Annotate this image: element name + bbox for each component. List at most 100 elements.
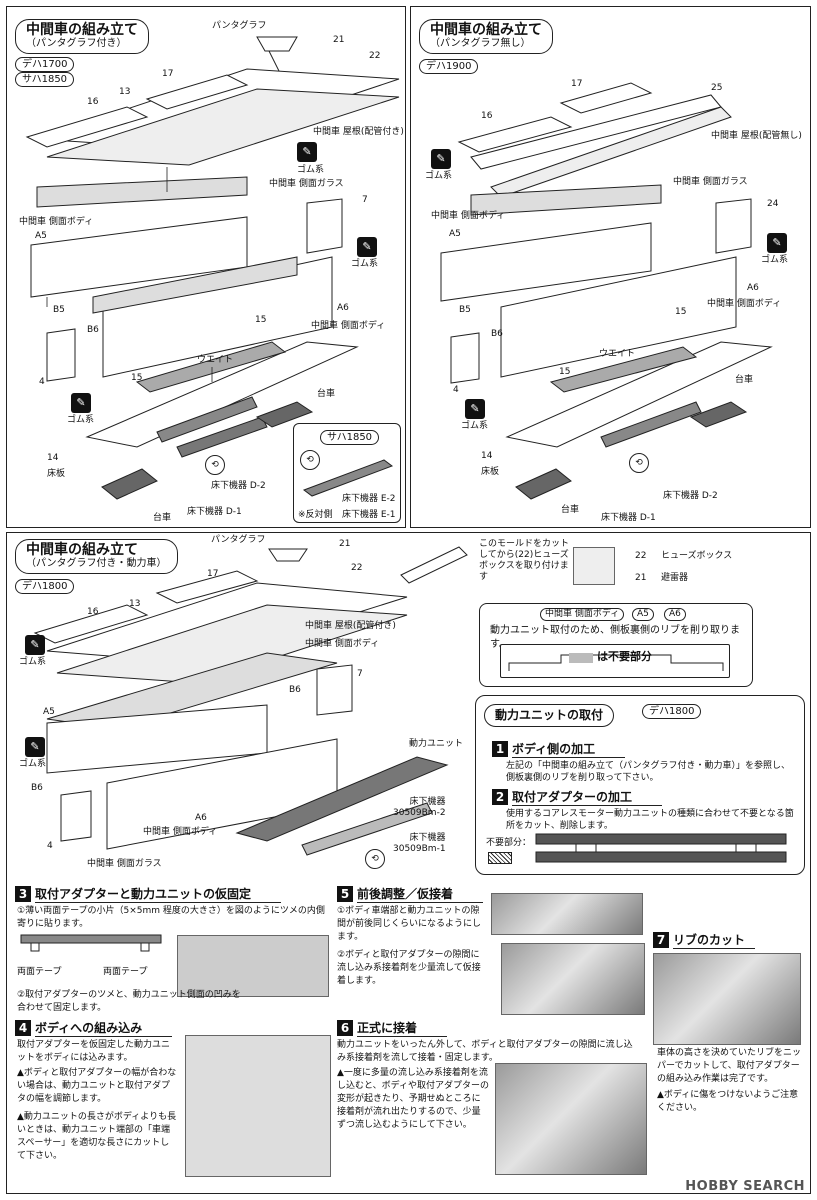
unneeded-swatch: [569, 653, 593, 663]
bottom-left-drawing: [33, 548, 449, 856]
glue-icon: ✎: [297, 142, 317, 162]
step1-text: 左記の「中間車の組み立て（パンタグラフ付き・動力車）」を参照し、側板裏側のリブを…: [506, 761, 790, 783]
label-side-body: 中間車 側面ボディ: [431, 211, 506, 221]
label-e2: 床下機器 E-2: [342, 494, 396, 504]
label-arrester: 避雷器: [661, 573, 689, 583]
part-number: 15: [255, 315, 267, 325]
panel-title: 中間車の組み立て （パンタグラフ付き・動力車）: [15, 539, 178, 574]
car-tag: デハ1800: [15, 579, 75, 594]
rib-diagram-lines: [508, 654, 724, 671]
panel-title: 中間車の組み立て （パンタグラフ付き）: [15, 19, 149, 54]
part-number: 17: [162, 69, 174, 79]
glue-icon: ✎: [25, 737, 45, 757]
watermark: HOBBY SEARCH: [685, 1179, 805, 1194]
part-number: B6: [289, 685, 301, 695]
rib-diagram: は不要部分: [500, 644, 730, 678]
step4-warn2: ▲動力ユニットの長さがボディよりも長いときは、動力ユニット端部の「車端スペーサー…: [17, 1112, 177, 1161]
label-underfloor: 床下機器 D-1: [601, 513, 656, 523]
inset-title: サハ1850: [320, 430, 380, 445]
label-tape: 両面テープ: [103, 967, 148, 977]
glue-icon: ✎: [465, 399, 485, 419]
rotate-icon: ⟲: [365, 849, 385, 869]
step7-text: 車体の高さを決めていたリブをニッパーでカットして、取付アダプターの組み込み作業は…: [657, 1048, 802, 1084]
part-number: 21: [333, 35, 345, 45]
label-tape: 両面テープ: [17, 967, 62, 977]
glue-icon: ✎: [431, 149, 451, 169]
part-number: 21: [635, 573, 647, 583]
part-number: A5: [449, 229, 461, 239]
step3-text1: ①薄い両面テープの小片（5×5mm 程度の大きさ）を図のようにツメの内側寄りに貼…: [17, 906, 325, 929]
step6-text1: 動力ユニットをいったん外して、ボディと取付アダプターの隙間に流し込み系接着剤を流…: [337, 1040, 633, 1063]
label-underfloor: 床下機器 D-2: [663, 491, 718, 501]
part-number: 22: [635, 551, 647, 561]
panel-top-right: 中間車の組み立て （パンタグラフ無し） デハ1900 17 25 16 中間車 …: [410, 6, 811, 528]
warning-icon: ▲: [657, 1090, 664, 1100]
part-number: 4: [39, 377, 45, 387]
label-glue: ゴム系: [761, 255, 789, 265]
part-number: 15: [675, 307, 687, 317]
part-number: 17: [571, 79, 583, 89]
unneeded-label: 不要部分：: [486, 838, 532, 848]
part-number: 24: [767, 199, 779, 209]
part-number: 4: [47, 841, 53, 851]
label-glue: ゴム系: [297, 165, 325, 175]
part-number: 22: [369, 51, 381, 61]
part-number: 4: [453, 385, 459, 395]
part-number: 7: [357, 669, 363, 679]
part-number: 13: [119, 87, 131, 97]
label-side-glass: 中間車 側面ガラス: [87, 859, 162, 869]
rib-unneeded-label: は不要部分: [597, 650, 652, 663]
top-right-drawing: [440, 82, 773, 500]
panel-top-left: 中間車の組み立て （パンタグラフ付き） デハ1700 サハ1850: [6, 6, 406, 528]
label-glue: ゴム系: [19, 759, 47, 769]
label-power-unit: 動力ユニット: [409, 739, 464, 749]
label-side-glass: 中間車 側面ガラス: [673, 177, 748, 187]
step2-text: 使用するコアレスモーター動力ユニットの種類に合わせて不要となる箇所をカット、削除…: [506, 809, 794, 831]
part-number: A5: [43, 707, 55, 717]
label-side-body: 中間車 側面ボディ: [19, 217, 94, 227]
hatch-swatch: [488, 852, 512, 864]
label-bogie: 台車: [735, 375, 754, 385]
warning-icon: ▲: [17, 1112, 24, 1122]
part-number: B6: [87, 325, 99, 335]
label-glue: ゴム系: [351, 259, 379, 269]
step7-warn: ▲ボディに傷をつけないようご注意ください。: [657, 1090, 799, 1113]
part-number: 14: [481, 451, 493, 461]
label-glue: ゴム系: [461, 421, 489, 431]
step7-photo: [653, 953, 801, 1045]
label-roof: 中間車 屋根(配管無し): [711, 131, 802, 141]
label-glue: ゴム系: [425, 171, 453, 181]
warning-icon: ▲: [337, 1068, 344, 1078]
part-number: B5: [459, 305, 471, 315]
label-e1: 床下機器 E-1: [342, 510, 396, 520]
step6-warn: ▲一度に多量の流し込み系接着剤を流し込むと、ボディや取付アダプターの変形が起きた…: [337, 1068, 490, 1130]
part-number: A6: [747, 283, 759, 293]
rotate-icon: ⟲: [300, 450, 320, 470]
warning-icon: ▲: [17, 1068, 24, 1078]
step5-photo-top: [491, 893, 643, 935]
rib-note-box: 中間車 側面ボディ A5 A6 動力ユニット取付のため、側板裏側のリブを削り取り…: [479, 603, 753, 687]
label-floor: 床板: [47, 469, 66, 479]
label-underfloor: 床下機器 30509Bm-1: [393, 833, 446, 854]
part-number: 7: [362, 195, 368, 205]
label-floor: 床板: [481, 467, 500, 477]
mold-drawing: [400, 546, 468, 584]
part-number: 13: [129, 599, 141, 609]
inset-drawing: [302, 459, 394, 497]
panel-bottom: 中間車の組み立て （パンタグラフ付き・動力車） デハ1800 パンタグラフ 21…: [6, 532, 811, 1194]
label-underfloor: 床下機器 D-2: [211, 481, 266, 491]
part-number: 16: [481, 111, 493, 121]
label-glue: ゴム系: [67, 415, 95, 425]
label-underfloor: 床下機器 D-1: [187, 507, 242, 517]
step4-text1: 取付アダプターを仮固定した動力ユニットをボディには込みます。: [17, 1040, 171, 1063]
label-note: ※反対側: [298, 510, 333, 520]
label-underfloor: 床下機器 30509Bm-2: [393, 797, 446, 818]
part-number: 21: [339, 539, 351, 549]
step6-photo: [495, 1063, 647, 1175]
label-weight: ウエイト: [197, 355, 234, 365]
step5-photo-bottom: [501, 943, 645, 1015]
